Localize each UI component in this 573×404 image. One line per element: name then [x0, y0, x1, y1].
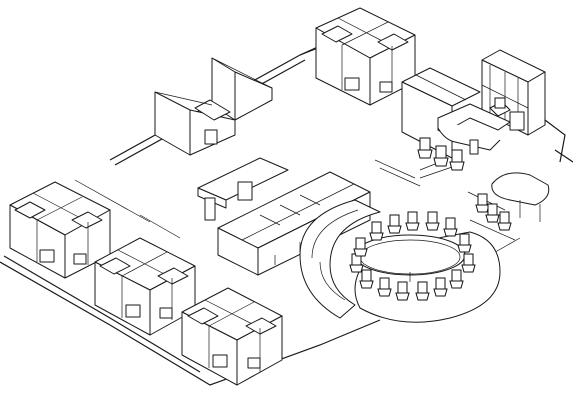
chair-icon	[353, 237, 368, 257]
chair-icon	[349, 253, 364, 273]
conference-chairs	[349, 211, 476, 301]
chair-icon	[497, 211, 512, 231]
chair-icon	[425, 211, 440, 231]
chair-icon	[369, 221, 384, 241]
chair-icon	[475, 193, 490, 213]
cubicle-cluster-south	[181, 287, 283, 386]
chair-icon	[449, 269, 464, 289]
chair-icon	[449, 149, 465, 171]
side-meeting-table	[475, 172, 550, 231]
reception-desk	[437, 97, 511, 155]
chair-icon	[443, 217, 458, 237]
curved-reception-counter	[299, 199, 381, 319]
office-chair-icon	[489, 97, 511, 117]
chair-icon	[433, 277, 448, 297]
conference-area	[349, 211, 501, 323]
chair-icon	[433, 145, 449, 167]
cubicle-cluster-top	[315, 7, 416, 106]
chair-icon	[415, 281, 430, 301]
chair-icon	[395, 281, 410, 301]
visitor-chairs	[417, 137, 465, 171]
chair-icon	[457, 233, 472, 253]
cubicle-cluster-center-left	[94, 237, 196, 336]
cubicle-cluster-nw	[9, 181, 111, 279]
chair-icon	[417, 137, 433, 159]
chair-icon	[359, 269, 374, 289]
private-booth	[154, 57, 273, 156]
chair-icon	[485, 203, 500, 223]
chair-icon	[377, 277, 392, 297]
chair-icon	[387, 214, 402, 234]
chair-icon	[461, 253, 476, 273]
chair-icon	[405, 211, 420, 231]
